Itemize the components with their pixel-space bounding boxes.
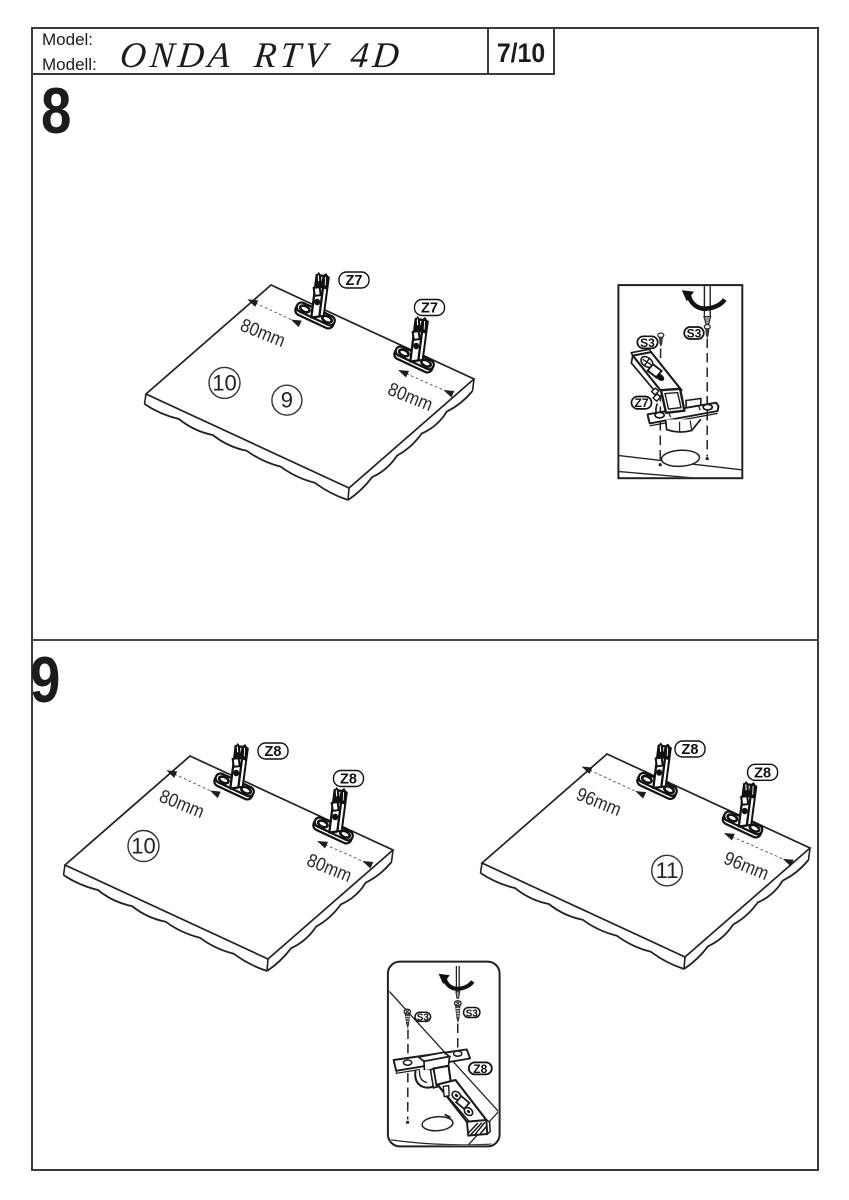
svg-text:Z7: Z7 (421, 301, 438, 317)
svg-text:S3: S3 (466, 1008, 479, 1019)
svg-text:11: 11 (656, 858, 679, 883)
svg-text:S3: S3 (417, 1012, 430, 1023)
svg-text:Z8: Z8 (473, 1062, 487, 1076)
svg-text:Z8: Z8 (265, 744, 282, 760)
svg-text:S3: S3 (687, 327, 702, 341)
svg-text:Z8: Z8 (754, 766, 771, 782)
svg-text:Z7: Z7 (634, 396, 648, 410)
svg-text:Z7: Z7 (346, 273, 363, 289)
svg-text:Z8: Z8 (682, 742, 699, 758)
svg-text:S3: S3 (640, 336, 655, 350)
svg-text:9: 9 (281, 388, 293, 413)
svg-text:Z8: Z8 (340, 772, 357, 788)
